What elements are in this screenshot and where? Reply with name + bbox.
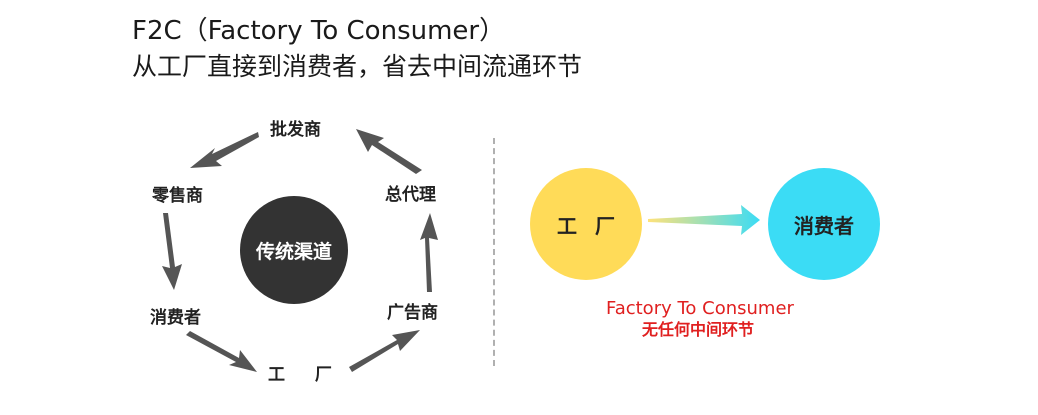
node-general-agent: 总代理 xyxy=(385,185,436,205)
node-wholesaler: 批发商 xyxy=(270,120,321,140)
arrow-consumer-to-factory xyxy=(186,331,257,372)
node-advertiser: 广告商 xyxy=(387,303,438,323)
arrow-retailer-to-consumer xyxy=(162,213,182,290)
arrow-factory-to-advertiser xyxy=(349,330,420,372)
node-consumer: 消费者 xyxy=(150,308,201,328)
factory-label: 工厂 xyxy=(557,213,633,238)
consumer-circle: 消费者 xyxy=(768,168,880,280)
node-retailer: 零售商 xyxy=(152,186,203,206)
consumer-label: 消费者 xyxy=(794,213,854,238)
page-title: F2C（Factory To Consumer） xyxy=(132,16,506,46)
factory-circle: 工厂 xyxy=(530,168,642,280)
arrow-factory-to-consumer xyxy=(648,205,760,235)
arrow-general-agent-to-wholesaler xyxy=(356,129,422,174)
center-traditional-channel: 传统渠道 xyxy=(240,196,348,304)
arrow-advertiser-to-general-agent xyxy=(420,213,438,292)
divider xyxy=(493,138,495,366)
caption-english: Factory To Consumer xyxy=(606,298,794,319)
caption-chinese: 无任何中间环节 xyxy=(642,320,755,339)
node-factory: 工 厂 xyxy=(268,365,344,385)
center-label: 传统渠道 xyxy=(255,240,332,263)
page-subtitle: 从工厂直接到消费者，省去中间流通环节 xyxy=(132,52,583,81)
arrow-wholesaler-to-retailer-shape xyxy=(190,132,259,168)
